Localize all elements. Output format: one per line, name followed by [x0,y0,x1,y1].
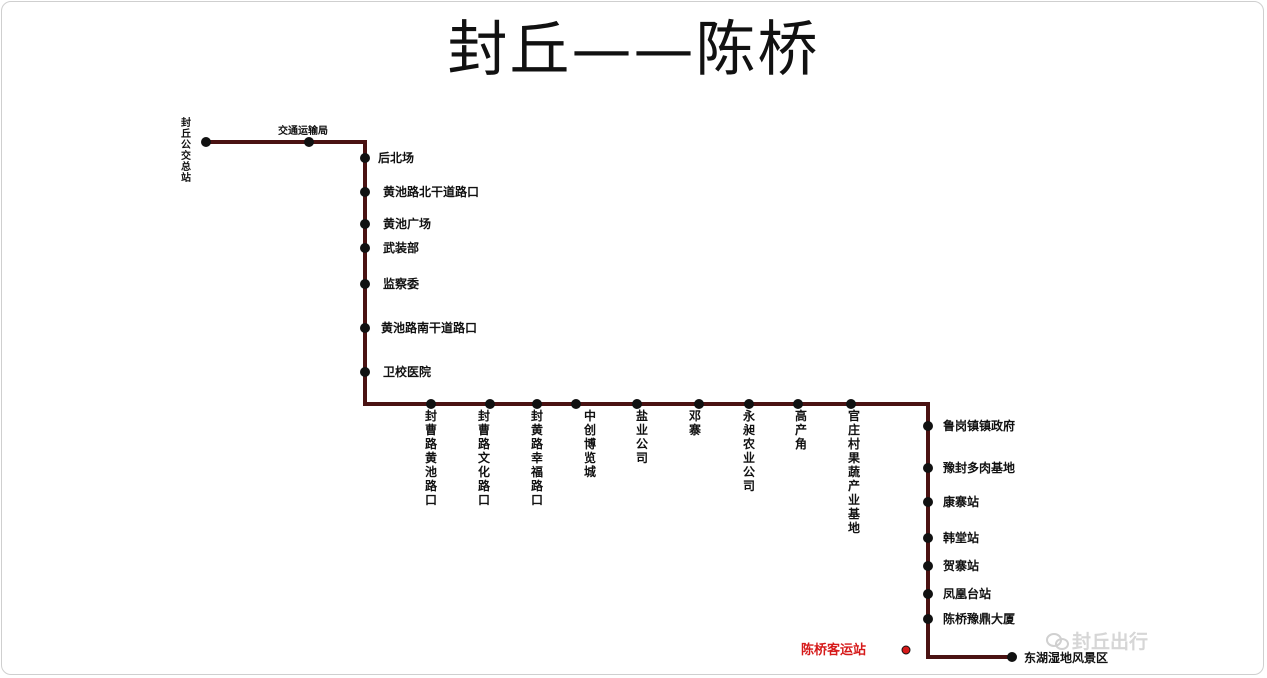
stop-13-label: 中创博览城 [583,408,596,479]
stop-8-label: 黄池路南干道路口 [381,320,477,335]
stop-15-marker [694,399,704,409]
stop-5-label: 黄池广场 [383,216,431,231]
stop-26-marker [1007,652,1017,662]
stop-10-label: 封曹路黄池路口 [425,408,438,507]
stop-19-marker [923,421,933,431]
stop-18-marker [846,399,856,409]
stop-14-label: 盐业公司 [636,408,648,465]
stop-7-marker [360,279,370,289]
stop-12-marker [532,399,542,409]
stop-20-marker [923,463,933,473]
stop-13-marker [571,399,581,409]
stop-25-label: 陈桥豫鼎大厦 [943,611,1016,626]
stop-11-label: 封曹路文化路口 [478,408,491,507]
stop-6-label: 武装部 [383,240,419,255]
stop-23-marker [923,561,933,571]
stop-16-marker [744,399,754,409]
stop-17-label: 高产角 [795,408,807,451]
watermark: 封丘出行 [1046,627,1148,654]
terminal-stop-marker [901,645,911,655]
stop-19-label: 鲁岗镇镇政府 [942,418,1015,433]
stop-22-marker [923,533,933,543]
stop-20-label: 豫封多肉基地 [943,460,1015,475]
terminal-stop-label: 陈桥客运站 [801,642,866,658]
stop-3-marker [360,153,370,163]
stop-8-marker [360,323,370,333]
stop-6-marker [360,243,370,253]
stop-21-marker [923,497,933,507]
stop-3-label: 后北场 [378,150,414,165]
stop-21-label: 康寨站 [943,494,979,509]
stop-23-label: 贺寨站 [942,558,979,573]
stop-5-marker [360,219,370,229]
stop-25-marker [923,614,933,624]
stop-4-marker [360,187,370,197]
wechat-icon [1046,632,1069,650]
stop-22-label: 韩堂站 [943,530,979,545]
stop-9-label: 卫校医院 [383,364,431,379]
stop-16-label: 永昶农业公司 [742,408,756,493]
watermark-text: 封丘出行 [1072,631,1149,653]
stop-2-marker [304,137,314,147]
stop-15-label: 邓寨 [688,409,701,437]
stop-18-label: 官庄村果蔬产业基地 [847,408,861,535]
stop-26-label: 东湖湿地风景区 [1024,650,1108,665]
stop-11-marker [485,399,495,409]
page-title: 封丘——陈桥 [447,15,820,85]
stop-1-label: 封丘公交总站 [181,116,191,184]
stop-24-label: 凤凰台站 [943,586,991,601]
stop-1-marker [201,137,211,147]
stop-17-marker [793,399,803,409]
stop-4-label: 黄池路北干道路口 [383,184,479,199]
stop-2-label: 交通运输局 [278,124,328,137]
stop-9-marker [360,367,370,377]
stop-24-marker [923,589,933,599]
stop-10-marker [426,399,436,409]
stop-12-label: 封黄路幸福路口 [530,408,544,507]
route-line [206,140,1012,659]
stop-7-label: 监察委 [383,276,420,291]
stop-14-marker [632,399,642,409]
